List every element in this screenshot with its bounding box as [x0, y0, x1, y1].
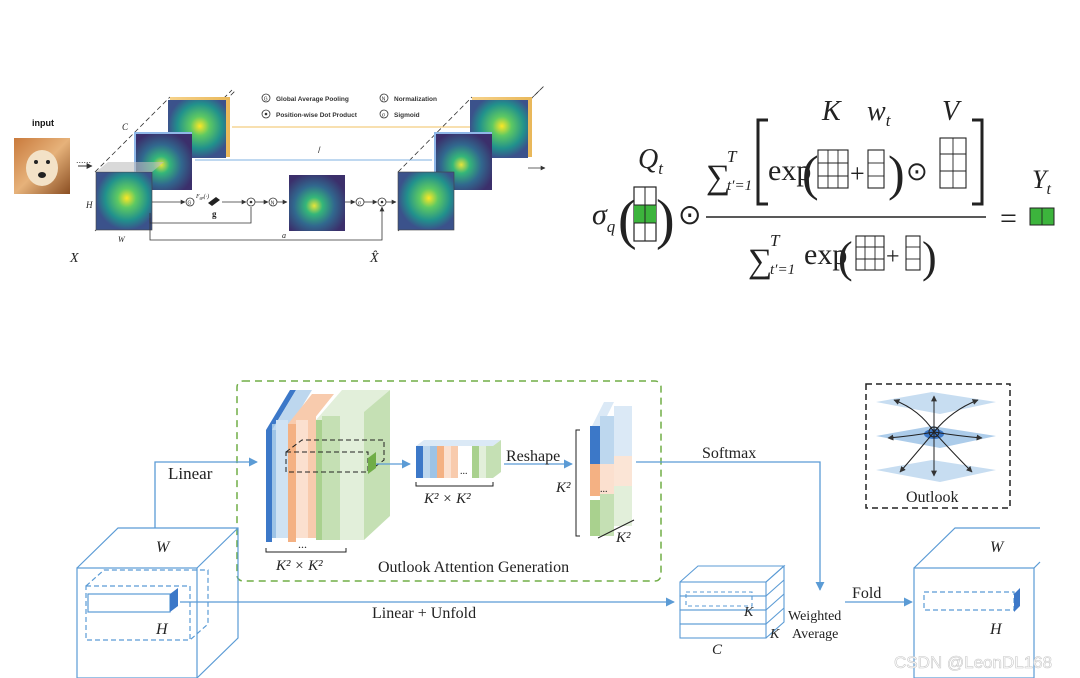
svg-text:⊙: ⊙ — [906, 157, 928, 186]
svg-text:σ: σ — [382, 113, 386, 119]
exp-denominator: exp — [804, 238, 847, 271]
func-label: Fgp(·) — [195, 193, 209, 200]
w-symbol: wt — [867, 96, 892, 130]
value-stack — [679, 564, 786, 639]
outlook-formula: Qt K wt V σq ( ) ⊙ ∑ T t′=1 exp ( + ) ⊙ — [592, 96, 1055, 282]
svg-text:...: ... — [298, 537, 307, 551]
w-grid-icon — [867, 149, 885, 189]
output-feature-cube — [397, 97, 532, 231]
reshape-k2-side-label: K² — [615, 530, 631, 546]
reshaped-matrix — [590, 402, 632, 536]
svg-text:(: ( — [802, 145, 819, 201]
linear-unfold-label: Linear + Unfold — [372, 605, 476, 622]
svg-text:(: ( — [838, 233, 853, 282]
stack-c-label: C — [712, 642, 723, 658]
dim-h-label: H — [85, 200, 93, 210]
vector-k2xk2-label: K² × K² — [423, 491, 471, 507]
svg-text:...: ... — [600, 484, 608, 495]
legend-sigmoid-text: Sigmoid — [394, 112, 420, 119]
svg-text:+: + — [850, 159, 865, 188]
svg-text:+: + — [886, 244, 900, 270]
y-symbol: Yt — [1032, 165, 1051, 198]
svg-text:/: / — [318, 145, 321, 155]
svg-text:): ) — [888, 145, 905, 201]
exp-numerator: exp — [768, 154, 811, 187]
a-label: a — [282, 231, 286, 240]
weighted-label: Weighted — [788, 609, 841, 624]
sigma-q: σq — [592, 198, 616, 236]
k-symbol: K — [821, 96, 842, 127]
input-h-label: H — [155, 621, 169, 638]
pen-icon — [208, 197, 220, 206]
generation-box — [236, 380, 662, 582]
attention-slabs — [266, 390, 390, 542]
v-symbol: V — [942, 96, 962, 127]
input-dots: ...... — [76, 155, 91, 165]
reshape-k2-label: K² — [555, 480, 571, 496]
legend-norm-icon — [379, 93, 389, 103]
paren-right: ) — [656, 189, 675, 251]
softmax-label: Softmax — [702, 445, 756, 462]
svg-text:...: ... — [460, 466, 468, 477]
weight-vector — [416, 440, 501, 478]
svg-text:t′=1: t′=1 — [727, 178, 752, 194]
k-grid-icon — [817, 149, 849, 189]
top-figure: input ...... / C H W X — [14, 84, 546, 266]
paren-left: ( — [618, 189, 637, 251]
equals-sign: = — [1000, 202, 1017, 235]
input-w-label: W — [156, 539, 171, 556]
svg-text:N: N — [271, 200, 275, 206]
q-symbol: Qt — [638, 144, 664, 178]
svg-text:G: G — [188, 201, 192, 207]
svg-text:G: G — [264, 96, 268, 102]
watermark: CSDN @LeonDL168 — [894, 653, 1052, 672]
outlook-label: Outlook — [906, 489, 958, 506]
x-hat-label: X̂ — [369, 250, 379, 266]
svg-text:σ: σ — [358, 201, 362, 207]
bottom-figure: W H Linear ... K² × K² — [76, 380, 1041, 678]
legend-norm-text: Normalization — [394, 96, 437, 103]
average-label: Average — [792, 627, 838, 642]
legend-gap-icon — [261, 93, 271, 103]
denominator-sum: ∑ — [748, 243, 772, 280]
outlook-illustration — [876, 392, 996, 482]
dog-face — [26, 150, 58, 186]
svg-text:T: T — [770, 231, 781, 250]
stack-k2-label: K — [769, 627, 780, 642]
attention-map — [289, 175, 345, 231]
output-h-label: H — [989, 621, 1003, 638]
legend-sigmoid-icon — [379, 109, 389, 119]
svg-text:T: T — [727, 147, 738, 166]
linear-label: Linear — [168, 464, 213, 483]
odot-1: ⊙ — [678, 200, 701, 231]
gap-op-icon — [185, 197, 195, 207]
g-label: g — [212, 209, 217, 219]
svg-text:t′=1: t′=1 — [770, 262, 795, 278]
legend-gap-text: Global Average Pooling — [276, 96, 349, 103]
legend-dot-text: Position-wise Dot Product — [276, 112, 358, 119]
input-label: input — [32, 118, 54, 128]
reshape-label: Reshape — [506, 448, 560, 465]
fold-label: Fold — [852, 585, 881, 602]
dim-w-label: W — [118, 235, 126, 244]
svg-text:): ) — [922, 233, 937, 282]
svg-text:N: N — [382, 96, 386, 102]
generation-label: Outlook Attention Generation — [378, 559, 569, 576]
top-legend: G Global Average Pooling Position-wise D… — [261, 93, 437, 119]
output-w-label: W — [990, 539, 1005, 556]
dim-c-label: C — [122, 122, 129, 132]
input-feature-cube — [95, 97, 230, 231]
x-label: X — [69, 251, 79, 266]
slab-k2xk2-label: K² × K² — [275, 558, 323, 574]
stack-k-label: K — [743, 605, 754, 620]
numerator-sum: ∑ — [706, 159, 730, 196]
